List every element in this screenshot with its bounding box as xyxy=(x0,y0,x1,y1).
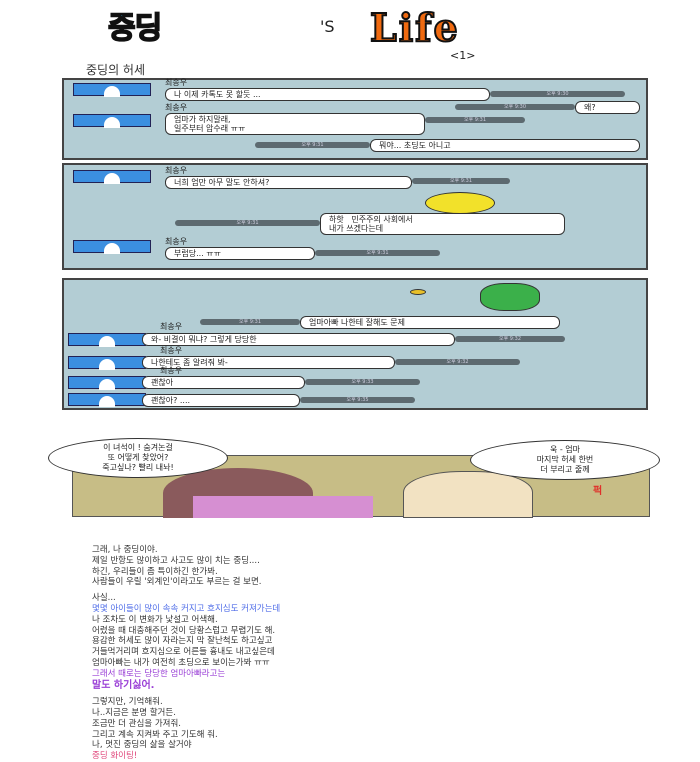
body-text-line: 하긴, 우리들이 좀 특이하긴 한가봐. xyxy=(92,566,218,577)
sender-name: 최송우 xyxy=(165,166,188,175)
message-bubble: 나한테도 좀 알려줘 봐- xyxy=(142,356,395,369)
message-timestamp: 오후 9:32 xyxy=(395,359,520,365)
avatar-icon[interactable] xyxy=(73,240,151,254)
mom-speech-bubble: 이 녀석이 ! 숨겨논걸 또 어떻게 찾았어? 죽고싶나? 빨리 내놔! xyxy=(48,438,228,478)
body-text-line: 몇몇 아이들이 많이 속속 커지고 흐지심도 커져가는데 xyxy=(92,604,281,614)
coin-icon xyxy=(410,289,426,295)
section-heading: 중딩의 허세 xyxy=(86,63,146,77)
body-text-line: 그렇지만, 기억해줘. xyxy=(92,697,163,708)
message-timestamp: 오후 9:31 xyxy=(412,178,510,184)
avatar-icon[interactable] xyxy=(68,393,146,407)
avatar-icon[interactable] xyxy=(68,356,146,370)
message-timestamp: 오후 9:31 xyxy=(200,319,300,325)
body-text-line: 나..지금은 분명 할거든. xyxy=(92,707,176,718)
sfx-text: 퍽 xyxy=(593,486,603,497)
message-bubble: 하핫 민주주의 사회에서 내가 쓰겠다는데 xyxy=(320,213,565,235)
body-text-line: 엄마아빠는 내가 여전히 초딩으로 보이는가봐 ㅠㅠ xyxy=(92,658,270,668)
mom-arm xyxy=(193,496,373,518)
message-bubble: 너희 엄만 아무 말도 안하셔? xyxy=(165,176,412,189)
sender-name: 최송우 xyxy=(165,237,188,246)
body-text-line: 제일 반항도 많이하고 사고도 많이 치는 중딩.... xyxy=(92,555,260,566)
body-text-line: 사람들이 우릴 '외계인'이라고도 부르는 걸 보면. xyxy=(92,577,262,588)
episode-number: <1> xyxy=(450,49,476,62)
avatar-icon[interactable] xyxy=(73,114,151,128)
body-text-line: 조금만 더 관심을 가져줘. xyxy=(92,718,182,729)
title-logo-part2: 'S xyxy=(320,17,335,36)
message-bubble: 괜찮아? .... xyxy=(142,394,300,407)
title-logo-part1: 중딩 xyxy=(107,11,163,47)
sender-name: 최송우 xyxy=(160,322,183,331)
avatar-icon[interactable] xyxy=(68,333,146,347)
son-face xyxy=(403,471,533,518)
message-timestamp: 오후 9:31 xyxy=(315,250,440,256)
message-timestamp: 오후 9:35 xyxy=(300,397,415,403)
message-timestamp: 오후 9:31 xyxy=(175,220,320,226)
body-text-line: 나 조차도 이 변화가 낯설고 어색해. xyxy=(92,614,218,625)
avatar-icon[interactable] xyxy=(73,83,151,97)
yellow-character-illustration xyxy=(425,192,495,214)
body-text-line: 용감한 허세도 많이 자라는지 막 잘난척도 하고싶고 xyxy=(92,636,273,647)
body-text-line: 말도 하기싫어. xyxy=(92,679,155,691)
message-bubble: 왜? xyxy=(575,101,640,114)
message-timestamp: 오후 9:31 xyxy=(255,142,370,148)
message-bubble: 와- 비결이 뭐냐? 그렇게 당당한 xyxy=(142,333,455,346)
message-bubble: 엄마아빠 나한테 잘해도 문제 xyxy=(300,316,560,329)
sender-name: 최송우 xyxy=(160,366,183,375)
body-text-line: 나, 멋진 중딩의 삶을 살거야 xyxy=(92,740,192,751)
body-text-line: 중딩 화이팅! xyxy=(92,751,138,762)
sender-name: 최송우 xyxy=(165,78,188,87)
body-text-line: 사실... xyxy=(92,593,116,604)
message-timestamp: 오후 9:30 xyxy=(455,104,575,110)
body-text-line: 그리고 계속 지켜봐 주고 기도해 줘. xyxy=(92,729,218,740)
message-timestamp: 오후 9:32 xyxy=(455,336,565,342)
message-timestamp: 오후 9:31 xyxy=(425,117,525,123)
body-text-line: 어렸을 때 대충해주던 것이 당황스럽고 무렵기도 해. xyxy=(92,625,276,636)
body-text-line: 그래, 나 중딩이야. xyxy=(92,545,158,555)
avatar-icon[interactable] xyxy=(73,170,151,184)
avatar-icon[interactable] xyxy=(68,376,146,390)
message-bubble: 나 이제 카톡도 못 할듯 ... xyxy=(165,88,490,101)
message-timestamp: 오후 9:33 xyxy=(305,379,420,385)
sender-name: 최송우 xyxy=(165,103,188,112)
message-timestamp: 오후 9:30 xyxy=(490,91,625,97)
message-bubble: 뭐야... 초딩도 아니고 xyxy=(370,139,640,152)
message-bubble: 부럽당... ㅠㅠ xyxy=(165,247,315,260)
body-text-line: 그래서 때로는 당당한 엄마아빠라고는 xyxy=(92,668,226,679)
sender-name: 최송우 xyxy=(160,346,183,355)
son-speech-bubble: 욱 - 엄마 마지막 허세 한번 더 부리고 줄께 xyxy=(470,440,660,480)
message-bubble: 엄마가 하지말래, 일주부터 압수래 ㅠㅠ xyxy=(165,113,425,135)
body-text-line: 거들먹거리며 흐지심으로 어른들 흉내도 내고싶은데 xyxy=(92,647,275,658)
message-bubble: 괜찮아 xyxy=(142,376,305,389)
title-logo-life: Life xyxy=(369,5,460,50)
green-character-illustration xyxy=(480,283,540,311)
